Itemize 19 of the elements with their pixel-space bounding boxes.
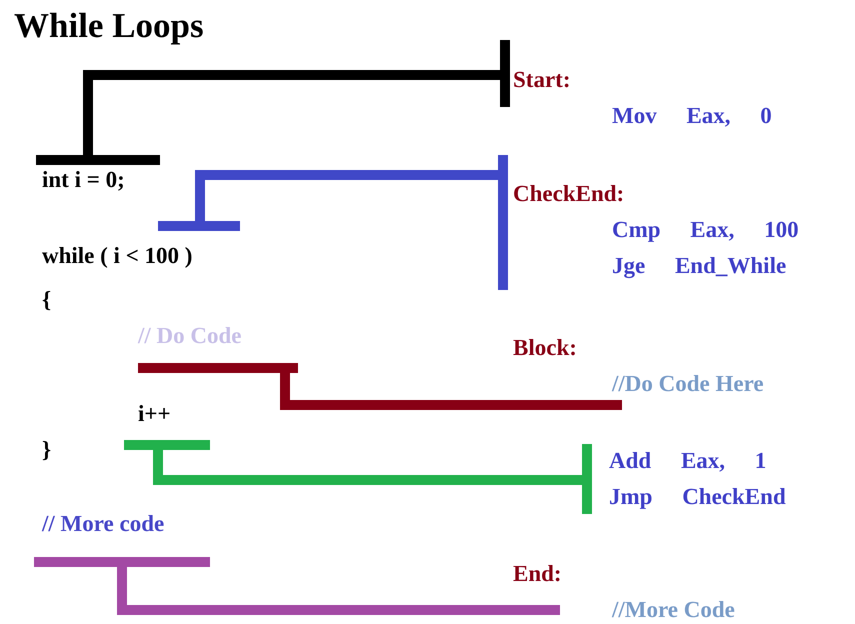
assembly-label: End: — [513, 560, 563, 588]
code-comment: //More Code — [612, 596, 735, 624]
assembly-label: Start: — [513, 66, 572, 94]
diagram-title: While Loops — [14, 6, 204, 46]
code-line: { — [42, 282, 52, 318]
code-line: while ( i < 100 ) — [42, 226, 192, 274]
assembly-label: CheckEnd: — [513, 180, 626, 208]
instruction-line: Jmp CheckEnd — [609, 483, 786, 511]
code-comment: // Do Code — [138, 318, 242, 368]
code-comment: // More code — [42, 506, 164, 562]
code-line: i++ — [138, 396, 171, 445]
code-line: } — [42, 432, 52, 468]
instruction-line: Mov Eax, 0 — [612, 102, 772, 130]
code-line: int i = 0; — [42, 160, 125, 198]
instruction-line: Jge End_While — [612, 252, 788, 280]
code-comment: //Do Code Here — [612, 370, 764, 398]
instruction-line: Add Eax, 1 — [609, 447, 768, 475]
instruction-line: Cmp Eax, 100 — [612, 216, 799, 244]
assembly-label: Block: — [513, 334, 578, 362]
